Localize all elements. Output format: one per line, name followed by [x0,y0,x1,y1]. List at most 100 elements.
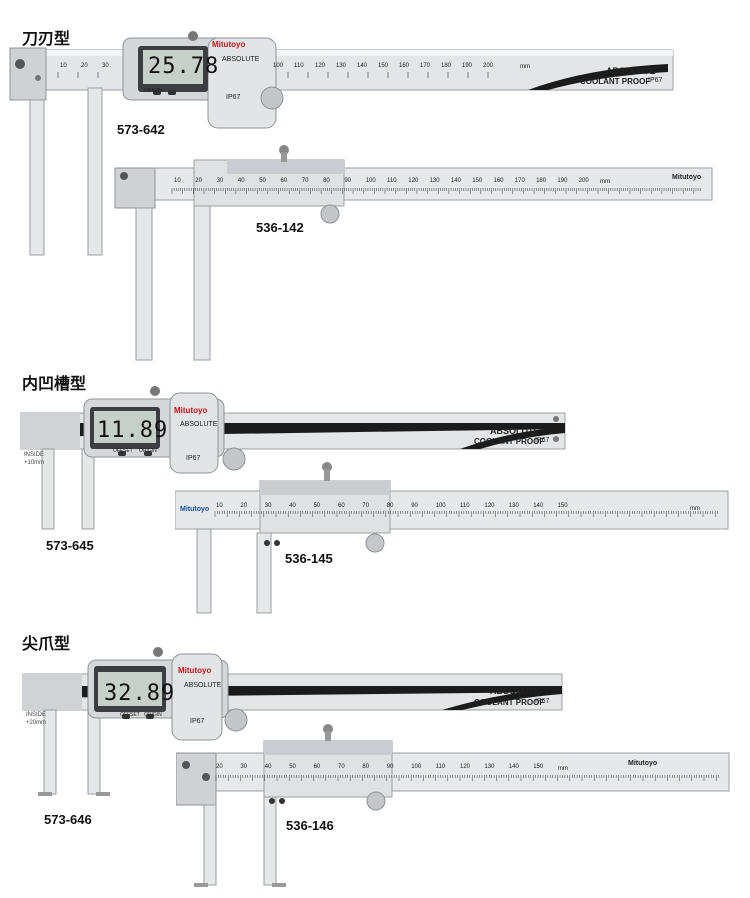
scale-number: 110 [435,764,446,770]
scale-number: 120 [484,503,495,509]
model-label-573-642: 573-642 [117,122,165,137]
scale-number: 120 [460,764,471,770]
section-title-blade: 刀刃型 [22,29,71,48]
scale-number: 150 [557,503,568,509]
inside-sub-label: +20mm [26,720,47,726]
scale-number: 130 [336,63,347,69]
scale-number: 140 [357,63,368,69]
scale-number: 20 [216,764,223,770]
absolute-badge: ABSOLUTE [490,686,540,696]
scale-number: 190 [557,178,568,184]
ip-badge: IP67 [648,77,663,84]
scale-number: 20 [81,63,88,69]
brand-logo: Mitutoyo [212,40,246,49]
model-label-536-146: 536-146 [286,818,334,833]
scale-number: 150 [533,764,544,770]
scale-number: 100 [365,178,376,184]
absolute-logo: ABSOLUTE [184,682,222,689]
scale-number: 110 [294,63,304,69]
origin-button: ORIGIN [144,88,162,94]
scale-number: 120 [408,178,419,184]
digital-caliper-573-642 [9,31,674,256]
offset-button: OFFSET [113,448,133,454]
scale-number: 30 [102,63,109,69]
vernier-brand: Mitutoyo [672,174,702,181]
model-label-573-646: 573-646 [44,812,92,827]
scale-number: 140 [450,178,461,184]
coolant-badge: COOLANT PROOF [580,77,651,86]
scale-number: 20 [240,503,248,509]
scale-number: 150 [472,178,483,184]
ip-badge: IP67 [535,437,550,444]
ip-badge: IP67 [535,698,550,705]
scale-number: 30 [240,764,248,770]
scale-number: 10 [60,63,67,69]
scale-number: 200 [483,63,494,69]
absolute-badge: ABSOLUTE [490,426,540,436]
origin-button: ORIGIN [139,448,157,454]
absolute-logo: ABSOLUTE [180,421,218,428]
scale-number: 80 [386,503,394,509]
scale-number: 100 [411,764,422,770]
scale-unit: mm [520,64,530,70]
vernier-caliper-536-146 [176,724,730,887]
digital-caliper-573-646 [22,647,563,796]
vernier-caliper-536-145 [175,462,729,614]
model-label-573-645: 573-645 [46,538,94,553]
scale-number: 190 [462,63,473,69]
scale-number: 200 [578,178,589,184]
absolute-logo: ABSOLUTE [222,56,260,63]
origin-button: ORIGIN [144,712,162,718]
scale-number: 50 [259,178,266,184]
vernier-unit: mm [690,506,700,512]
scale-number: 170 [420,63,431,69]
lcd-reading: 11.89 [97,418,169,443]
absolute-badge: ABSOLUTE [606,66,656,76]
lcd-reading: 32.89 [104,681,176,706]
scale-number: 80 [323,178,330,184]
model-label-536-142: 536-142 [256,220,304,235]
scale-number: 90 [386,764,394,770]
scale-number: 160 [493,178,504,184]
scale-number: 90 [344,178,352,184]
scale-number: 40 [264,764,272,770]
inside-label: INSIDE [26,712,47,718]
scale-number: 180 [441,63,452,69]
scale-number: 130 [484,764,495,770]
scale-number: 60 [280,178,288,184]
ip-rating: IP67 [190,718,205,725]
ip-rating: IP67 [186,455,201,462]
scale-number: 50 [313,503,321,509]
model-label-536-145: 536-145 [285,551,333,566]
scale-number: 160 [399,63,410,69]
scale-number: 120 [315,63,326,69]
inside-sub-label: +10mm [24,460,45,466]
scale-number: 10 [174,178,181,184]
scale-number: 20 [195,178,202,184]
brand-logo: Mitutoyo [174,406,208,415]
scale-number: 100 [273,63,284,69]
scale-number: 40 [289,503,296,509]
lcd-reading: 25.78 [148,54,220,79]
scale-number: 140 [533,503,544,509]
brand-logo: Mitutoyo [178,666,212,675]
scale-number: 10 [216,503,223,509]
scale-number: 60 [338,503,345,509]
vernier-brand: Mitutoyo [628,760,658,767]
digital-caliper-573-645 [20,386,566,530]
scale-number: 100 [435,503,446,509]
scale-number: 170 [514,178,525,184]
vernier-caliper-536-142 [114,145,713,361]
scale-number: 80 [362,764,370,770]
scale-number: 50 [289,764,296,770]
scale-number: 110 [460,503,470,509]
vernier-brand: Mitutoyo [180,506,210,513]
ip-rating: IP67 [226,94,241,101]
section-title-pointed: 尖爪型 [22,634,71,653]
scale-number: 60 [313,764,321,770]
scale-number: 150 [378,63,389,69]
scale-number: 30 [264,503,272,509]
scale-number: 30 [216,178,224,184]
scale-number: 130 [508,503,519,509]
scale-number: 70 [362,503,370,509]
